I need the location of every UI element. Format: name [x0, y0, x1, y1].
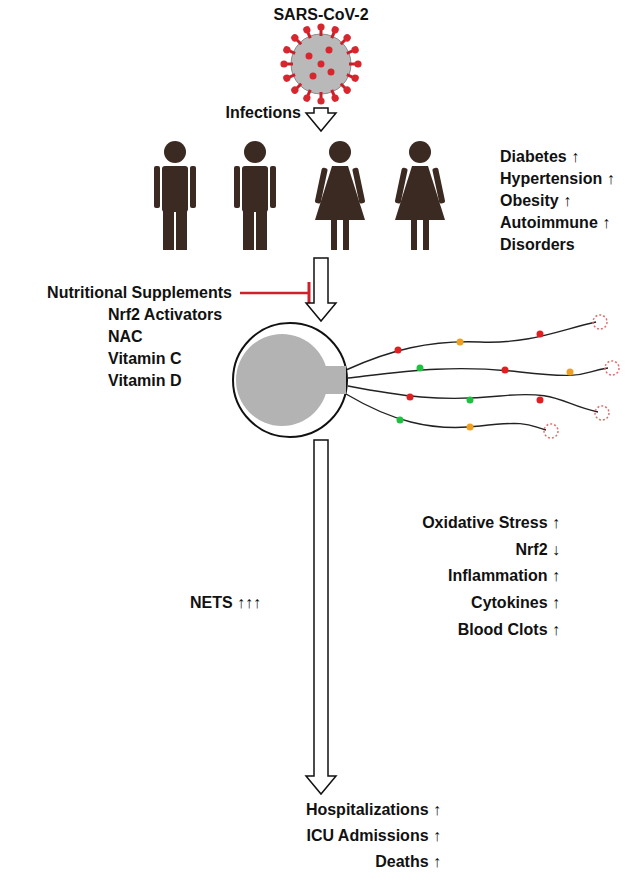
block-arrow: [306, 258, 336, 321]
item-text: Hospitalizations ↑: [244, 797, 441, 823]
effect-label: Nrf2 ↓: [516, 539, 560, 561]
block-arrow: [306, 440, 336, 794]
virus-image: [280, 23, 361, 104]
item-text: Diabetes ↑: [500, 146, 635, 168]
supplement-label: NAC: [108, 326, 143, 348]
item-text: NETS ↑↑↑: [190, 592, 261, 614]
item-text: Deaths ↑: [244, 849, 441, 875]
title-text: SARS-CoV-2: [260, 4, 382, 26]
item-text: Autoimmune ↑ Disorders: [500, 212, 635, 256]
supplement-label: Vitamin D: [108, 370, 182, 392]
virus-node: SARS-CoV-2: [260, 4, 382, 106]
item-text: ICU Admissions ↑: [244, 823, 441, 849]
net-strands: [346, 322, 608, 430]
people-icons: [154, 141, 445, 250]
supplement-label: Nrf2 Activators: [108, 304, 222, 326]
neutrophil-cell: NETS ↑↑↑: [232, 322, 348, 438]
outcome-list: Hospitalizations ↑ICU Admissions ↑Deaths…: [240, 795, 445, 877]
effect-label: Cytokines ↑: [471, 592, 560, 614]
block-arrow: [306, 108, 336, 131]
supplement-label: Nutritional Supplements: [47, 282, 232, 304]
cell-outline: [232, 322, 348, 438]
net-beads: [395, 315, 620, 438]
item-text: Hypertension ↑: [500, 168, 635, 190]
effect-label: Oxidative Stress ↑: [422, 512, 560, 534]
item-text: Obesity ↑: [500, 190, 635, 212]
supplement-label: Vitamin C: [108, 348, 182, 370]
effect-label: Blood Clots ↑: [458, 619, 560, 641]
effect-label: Inflammation ↑: [448, 565, 560, 587]
inhibition-line: [240, 282, 309, 304]
edge-label: Infections: [225, 102, 301, 124]
patient-group: Diabetes ↑Hypertension ↑Obesity ↑Autoimm…: [140, 132, 638, 256]
